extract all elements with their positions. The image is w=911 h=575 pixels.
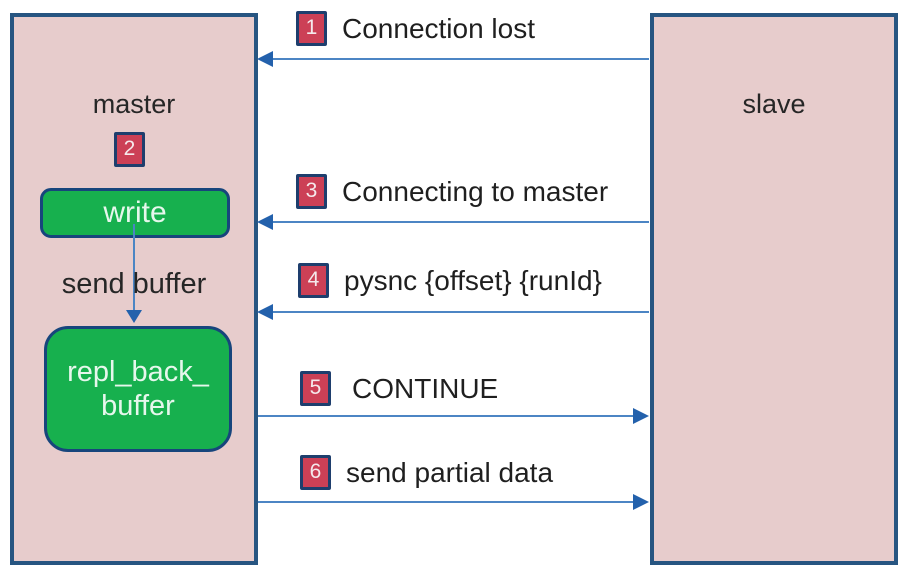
step-badge-5: 5 [300, 371, 331, 406]
repl-back-buffer-box: repl_back_ buffer [44, 326, 232, 452]
arrow-line-connection-lost [272, 58, 649, 60]
arrow-head-left-icon [257, 51, 273, 67]
slave-label: slave [742, 89, 806, 119]
master-node: master 2 write send buffer repl_back_ bu… [10, 13, 258, 565]
step-badge-1: 1 [296, 11, 327, 46]
step-badge-6: 6 [300, 455, 331, 490]
repl-box-label-line1: repl_back_ [67, 356, 209, 388]
step-badge-3: 3 [296, 174, 327, 209]
arrow-head-right-icon [633, 494, 649, 510]
arrow-line-continue [258, 415, 635, 417]
arrow-head-left-icon [257, 304, 273, 320]
write-box: write [40, 188, 230, 238]
master-label: master [92, 89, 176, 119]
step-badge-2: 2 [114, 132, 145, 167]
step-badge-4: 4 [298, 263, 329, 298]
write-to-buffer-arrow-line [133, 224, 135, 312]
send-buffer-label: send buffer [61, 268, 207, 300]
message-label: Connecting to master [342, 176, 609, 207]
slave-node: slave [650, 13, 898, 565]
arrow-head-left-icon [257, 214, 273, 230]
arrow-line-send-partial-data [258, 501, 635, 503]
repl-box-label-line2: buffer [101, 390, 175, 422]
write-to-buffer-arrow-head-icon [126, 310, 142, 323]
message-label: pysnc {offset} {runId} [344, 265, 602, 296]
message-label: send partial data [346, 457, 554, 488]
message-label: Connection lost [342, 13, 536, 44]
arrow-head-right-icon [633, 408, 649, 424]
message-label: CONTINUE [352, 373, 499, 404]
arrow-line-connecting-to-master [272, 221, 649, 223]
arrow-line-pysnc [272, 311, 649, 313]
